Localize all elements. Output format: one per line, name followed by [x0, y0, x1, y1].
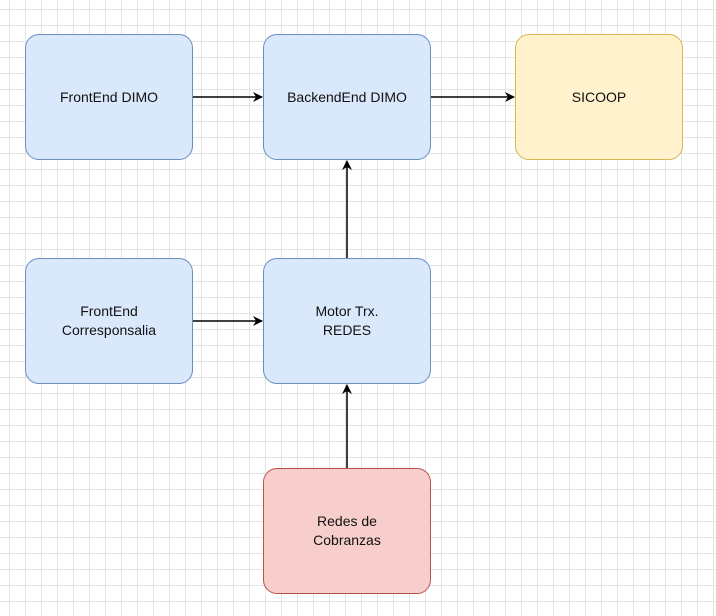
node-sicoop[interactable]: SICOOP — [515, 34, 683, 160]
node-backend-dimo[interactable]: BackendEnd DIMO — [263, 34, 431, 160]
node-label: FrontEnd Corresponsalia — [61, 303, 157, 338]
node-label: Redes de Cobranzas — [313, 513, 381, 548]
node-label: BackendEnd DIMO — [287, 88, 407, 105]
node-frontend-dimo[interactable]: FrontEnd DIMO — [25, 34, 193, 160]
node-motor-trx-redes[interactable]: Motor Trx. REDES — [263, 258, 431, 384]
node-label: Motor Trx. REDES — [315, 303, 379, 338]
node-redes-de-cobranzas[interactable]: Redes de Cobranzas — [263, 468, 431, 594]
node-label: FrontEnd DIMO — [59, 88, 159, 105]
node-frontend-corresponsalia[interactable]: FrontEnd Corresponsalia — [25, 258, 193, 384]
node-label: SICOOP — [571, 88, 627, 105]
